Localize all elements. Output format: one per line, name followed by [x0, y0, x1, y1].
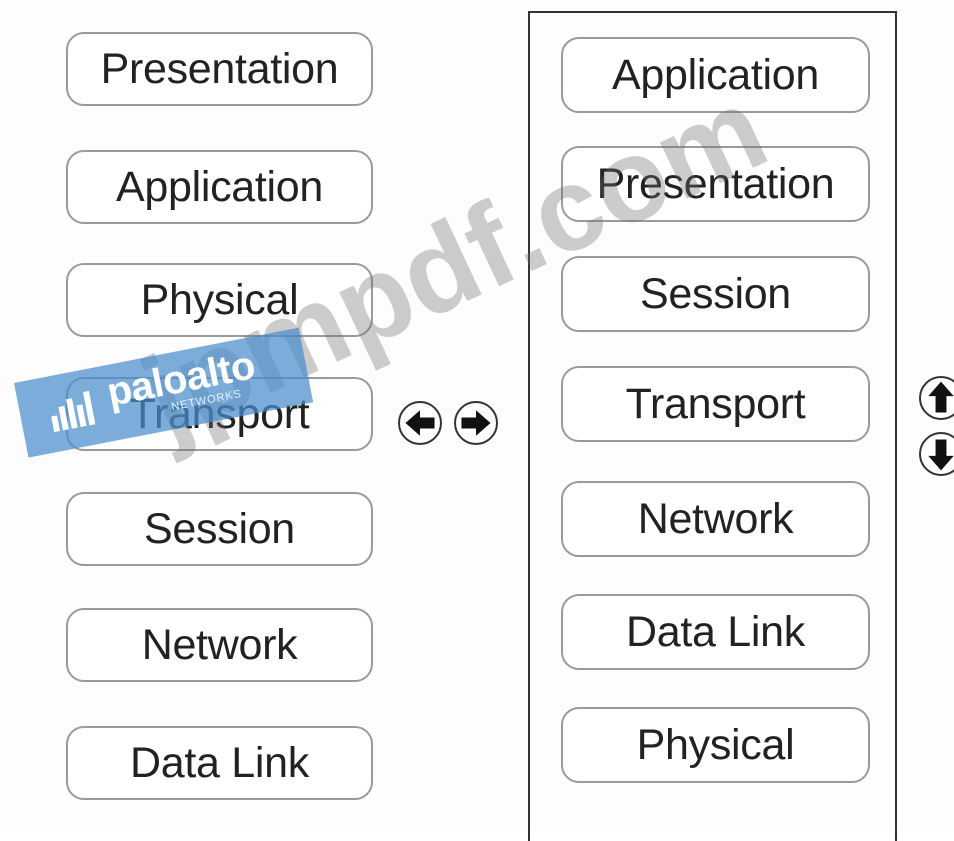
- item-label: Network: [141, 620, 298, 669]
- target-item-data-link[interactable]: Data Link: [561, 594, 870, 670]
- target-item-application[interactable]: Application: [561, 37, 870, 113]
- source-item-physical[interactable]: Physical: [66, 263, 373, 337]
- move-down-button[interactable]: [919, 432, 954, 476]
- target-item-transport[interactable]: Transport: [561, 366, 870, 442]
- move-left-button[interactable]: [398, 401, 442, 445]
- target-item-physical[interactable]: Physical: [561, 707, 870, 783]
- move-up-button[interactable]: [919, 376, 954, 420]
- source-item-transport[interactable]: Transport: [66, 377, 373, 451]
- source-item-presentation[interactable]: Presentation: [66, 32, 373, 106]
- target-item-network[interactable]: Network: [561, 481, 870, 557]
- arrow-left-icon: [405, 410, 435, 436]
- item-label: Presentation: [100, 44, 339, 93]
- source-item-data-link[interactable]: Data Link: [66, 726, 373, 800]
- item-label: Physical: [636, 720, 795, 769]
- item-label: Transport: [625, 379, 806, 428]
- item-label: Data Link: [130, 738, 309, 787]
- move-right-button[interactable]: [454, 401, 498, 445]
- arrow-up-icon: [928, 381, 954, 413]
- target-item-session[interactable]: Session: [561, 256, 870, 332]
- item-label: Application: [611, 50, 820, 99]
- arrow-right-icon: [461, 410, 491, 436]
- item-label: Session: [640, 269, 791, 318]
- target-item-presentation[interactable]: Presentation: [561, 146, 870, 222]
- answer-area: [528, 11, 897, 841]
- item-label: Physical: [140, 275, 299, 324]
- item-label: Network: [637, 494, 794, 543]
- source-item-network[interactable]: Network: [66, 608, 373, 682]
- item-label: Transport: [129, 389, 310, 438]
- item-label: Session: [144, 504, 295, 553]
- item-label: Presentation: [596, 159, 835, 208]
- source-item-application[interactable]: Application: [66, 150, 373, 224]
- arrow-down-icon: [928, 439, 954, 471]
- item-label: Data Link: [626, 607, 805, 656]
- item-label: Application: [115, 162, 324, 211]
- source-item-session[interactable]: Session: [66, 492, 373, 566]
